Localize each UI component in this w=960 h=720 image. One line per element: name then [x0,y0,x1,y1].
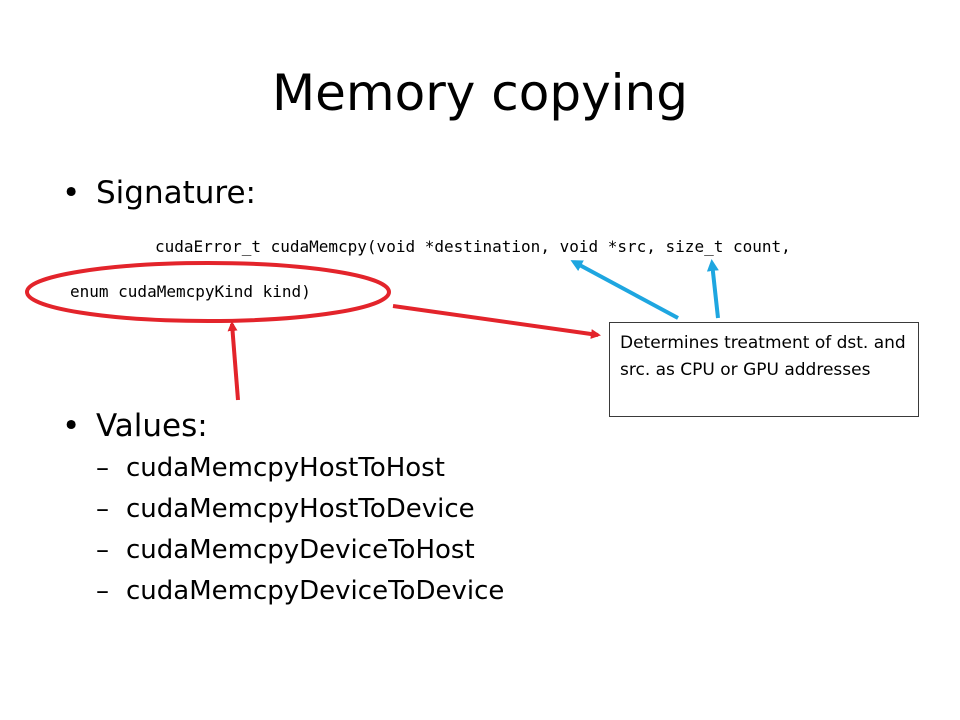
dash-marker: – [96,535,109,565]
value-item-label: cudaMemcpyDeviceToHost [126,535,475,565]
slide-title: Memory copying [272,64,688,122]
bullet-dot: • [62,408,81,444]
callout-box: Determines treatment of dst. and src. as… [609,322,919,417]
signature-heading: Signature: [96,175,256,211]
arrow-icon [570,260,679,320]
arrow-icon [706,259,720,319]
dash-marker: – [96,494,109,524]
value-item: – cudaMemcpyHostToHost [96,450,445,486]
arrow-icon [227,321,240,401]
value-item-label: cudaMemcpyHostToHost [126,453,445,483]
value-item: – cudaMemcpyDeviceToDevice [96,573,505,609]
bullet-dot: • [62,175,81,211]
highlight-ellipse [25,261,391,323]
signature-code-line-1: cudaError_t cudaMemcpy(void *destination… [155,237,791,256]
value-item: – cudaMemcpyHostToDevice [96,491,475,527]
value-item: – cudaMemcpyDeviceToHost [96,532,475,568]
value-item-label: cudaMemcpyHostToDevice [126,494,475,524]
arrow-icon [392,304,601,339]
values-heading: Values: [96,408,208,444]
value-item-label: cudaMemcpyDeviceToDevice [126,576,505,606]
values-bullet: • Values: [62,406,208,446]
signature-code-line-2: enum cudaMemcpyKind kind) [70,282,311,301]
dash-marker: – [96,576,109,606]
dash-marker: – [96,453,109,483]
signature-bullet: • Signature: [62,173,256,213]
